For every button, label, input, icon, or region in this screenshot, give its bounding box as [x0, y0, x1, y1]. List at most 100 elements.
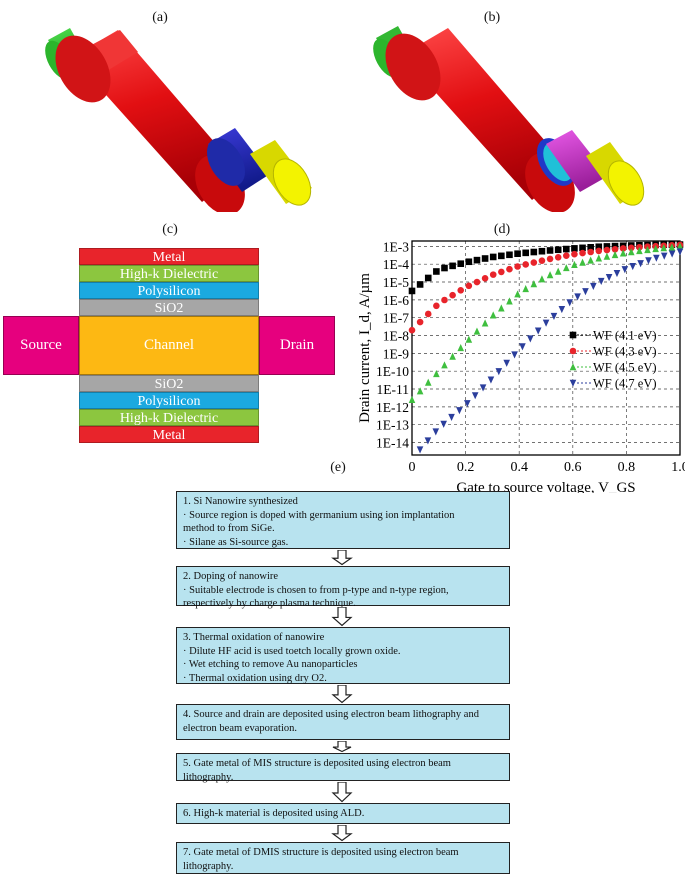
- red-gate-metal: [55, 30, 245, 212]
- series-point: [433, 268, 440, 275]
- y-tick-label: 1E-12: [376, 400, 409, 415]
- flow-step-line: lithography.: [183, 860, 234, 872]
- flow-step-4: 4. Source and drain are deposited using …: [176, 704, 510, 740]
- series-point: [550, 312, 558, 320]
- series-point: [653, 254, 660, 262]
- series-point: [603, 252, 611, 260]
- flow-step-line: · Wet etching to remove Au nanoparticles: [183, 659, 358, 670]
- series-point: [449, 262, 456, 270]
- series-point: [481, 319, 489, 327]
- panel-label-d: (d): [493, 222, 511, 237]
- series-point: [503, 359, 510, 367]
- series-point: [542, 319, 550, 327]
- y-tick-label: 1E-5: [383, 275, 409, 290]
- x-tick-label: 0.8: [618, 460, 636, 475]
- series-point: [554, 246, 562, 254]
- series-point: [424, 378, 432, 386]
- series-point: [506, 297, 513, 305]
- series-point: [534, 327, 542, 335]
- series-point: [416, 446, 424, 454]
- series-point: [432, 428, 440, 436]
- flow-step-line: · Source region is doped with germanium …: [183, 509, 455, 521]
- series-point: [433, 302, 440, 310]
- series-point: [563, 264, 570, 272]
- y-tick-label: 1E-13: [376, 418, 409, 433]
- drain-current-chart: 00.20.40.60.81.01E-31E-41E-51E-61E-71E-8…: [357, 239, 685, 493]
- legend-marker: [569, 331, 577, 339]
- nanowire-3d-view-a: [45, 28, 312, 212]
- series-point: [546, 255, 554, 263]
- flow-step-5: 5. Gate metal of MIS structure is deposi…: [176, 753, 510, 783]
- series-point: [546, 271, 554, 279]
- series-point: [629, 263, 637, 271]
- y-tick-label: 1E-6: [383, 293, 409, 308]
- series-point: [471, 392, 479, 400]
- series-point: [668, 250, 676, 258]
- series-point: [479, 384, 487, 392]
- series-point: [652, 244, 659, 253]
- legend-label: WF (4.1 eV): [593, 329, 657, 343]
- series-point: [424, 437, 432, 445]
- series-point: [595, 254, 603, 262]
- series-point: [481, 274, 489, 282]
- series-point: [441, 264, 448, 272]
- legend-label: WF (4.5 eV): [593, 361, 657, 375]
- series-point: [579, 258, 586, 266]
- flow-step-line: 1. Si Nanowire synthesized: [183, 496, 298, 507]
- top-polysilicon-layer: Polysilicon: [79, 282, 259, 299]
- bottom-oxide-layer: SiO2: [79, 375, 259, 392]
- flow-step-line: · Silane as Si-source gas.: [183, 536, 289, 548]
- flow-arrow-icon: [331, 550, 353, 566]
- y-tick-label: 1E-10: [376, 364, 409, 379]
- bottom-dielectric-layer: High-k Dielectric: [79, 409, 259, 426]
- series-point: [473, 278, 481, 286]
- series-point: [473, 327, 481, 335]
- top-dielectric-label: High-k Dielectric: [119, 267, 219, 282]
- source-region: Source: [3, 316, 79, 375]
- series-point: [416, 318, 424, 326]
- series-point: [514, 263, 521, 270]
- series-point: [637, 260, 644, 268]
- series-point: [457, 286, 465, 294]
- series-point: [522, 261, 529, 268]
- y-tick-label: 1E-4: [383, 257, 409, 272]
- series-point: [566, 299, 574, 307]
- legend-marker: [569, 347, 577, 355]
- y-tick-label: 1E-8: [383, 329, 409, 344]
- series-point: [495, 368, 503, 376]
- series-point: [619, 245, 627, 252]
- series-point: [668, 243, 676, 251]
- series-point: [644, 245, 651, 254]
- flow-step-3: 3. Thermal oxidation of nanowire· Dilute…: [176, 627, 510, 684]
- series-point: [627, 244, 635, 252]
- series-point: [621, 266, 629, 274]
- series-point: [416, 387, 424, 395]
- channel-region: Channel: [79, 316, 259, 375]
- series-point: [574, 293, 581, 301]
- flow-arrow-icon: [331, 825, 353, 842]
- series-point: [627, 248, 635, 256]
- flow-step-1: 1. Si Nanowire synthesized · Source regio…: [176, 491, 510, 549]
- series-point: [590, 282, 597, 290]
- series-point: [441, 296, 448, 304]
- series-point: [514, 290, 521, 298]
- series-point: [676, 248, 684, 256]
- flow-step-line: · Suitable electrode is chosen to from p…: [183, 584, 449, 596]
- series-point: [506, 265, 513, 273]
- legend-label: WF (4.3 eV): [593, 345, 657, 359]
- series-point: [530, 259, 538, 266]
- nanowire-3d-view-b: [373, 26, 645, 212]
- series-point: [595, 243, 603, 251]
- x-tick-label: 0.6: [564, 460, 582, 475]
- series-point: [554, 253, 562, 261]
- red-gate-metal-b: [385, 28, 575, 212]
- series-point: [611, 245, 619, 253]
- legend-marker: [569, 379, 577, 387]
- legend-label: WF (4.7 eV): [593, 377, 657, 391]
- series-point: [530, 280, 538, 288]
- series-point: [619, 249, 627, 257]
- flow-step-line: 5. Gate metal of MIS structure is deposi…: [183, 758, 451, 769]
- panel-label-b: (b): [483, 10, 501, 25]
- series-point: [433, 369, 440, 378]
- series-point: [514, 250, 521, 257]
